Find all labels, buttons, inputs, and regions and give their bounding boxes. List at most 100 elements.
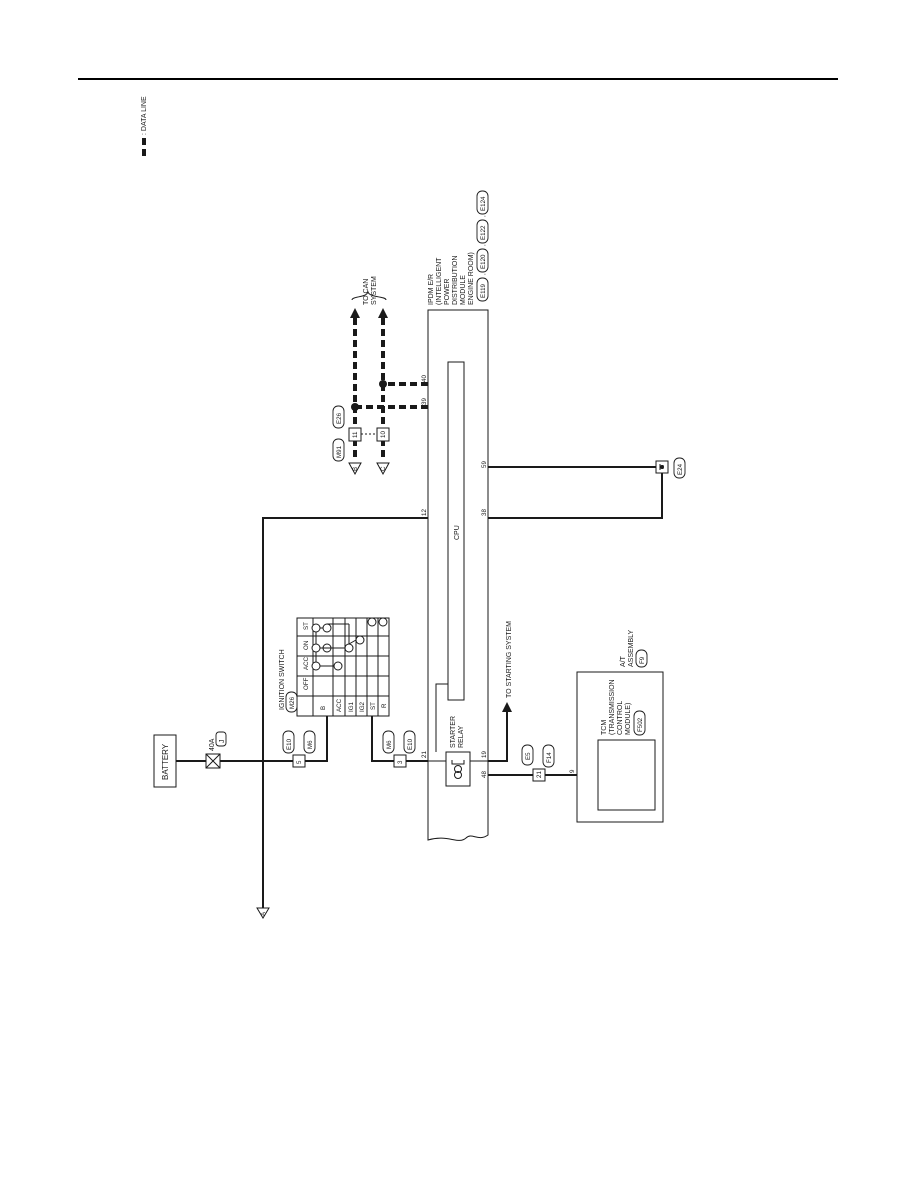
svg-text:DISTRIBUTION: DISTRIBUTION (452, 256, 459, 305)
connector-m91: M91 (336, 445, 343, 458)
symbol-b-label: B (352, 467, 359, 471)
ign-row-r: R (381, 703, 388, 708)
svg-text:ASSEMBLY: ASSEMBLY (628, 629, 635, 667)
pin-3-label: 3 (397, 760, 404, 764)
connector-e10-badge-mid (403, 730, 416, 754)
connector-e10-left: E10 (286, 738, 293, 750)
fuse-id: J (219, 740, 226, 744)
ignition-connector-badge (285, 691, 298, 713)
can-junction-2 (379, 380, 387, 388)
connector-e26: E26 (336, 412, 343, 424)
svg-text:TCM: TCM (601, 720, 608, 735)
fuse-cross-2 (205, 753, 221, 769)
ground-e24-badge (673, 457, 686, 479)
pin-10-label: 10 (380, 431, 387, 438)
svg-text:,: , (480, 244, 487, 246)
to-can-label-1: TO CAN (363, 279, 370, 305)
ign-col-st: ST (303, 622, 310, 630)
ground-e24-label: E24 (677, 463, 684, 475)
pin-11-label: 11 (352, 431, 359, 438)
to-starting-system-label: TO STARTING SYSTEM (506, 621, 513, 698)
relay-contact (451, 760, 465, 765)
tcm-title: TCM (TRANSMISSION CONTROL MODULE) (601, 679, 632, 735)
svg-text:MODULE: MODULE (460, 275, 467, 305)
ign-row-ig1: IG1 (348, 701, 355, 712)
connector-e5-badge (521, 744, 534, 766)
connector-e5: E5 (525, 752, 532, 760)
ignition-connector-label: M26 (289, 696, 296, 709)
svg-text:,: , (480, 273, 487, 275)
fuse-rating: 40A (209, 738, 216, 751)
fuse-id-badge (215, 731, 227, 747)
pdm-pin-38: 38 (481, 509, 488, 516)
wire-pdm12-down (262, 517, 428, 910)
arrow-to-starting (502, 702, 512, 712)
can-junction-1 (351, 403, 359, 411)
symbol-a-label: A (260, 911, 267, 916)
connector-pin-10 (376, 427, 390, 442)
ign-row-acc: ACC (336, 698, 343, 712)
at-connector-label: F9 (639, 656, 646, 664)
connector-e10-badge-left (282, 730, 295, 754)
svg-text:E124: E124 (480, 196, 487, 211)
svg-text:POWER: POWER (444, 279, 451, 305)
pin-5-label: 5 (296, 760, 303, 764)
tcm-box (597, 739, 656, 811)
ign-row-st: ST (370, 702, 377, 710)
pdm-pin-40: 40 (421, 375, 428, 382)
tcm-connector-label: F502 (637, 717, 644, 732)
ign-row-ig2: IG2 (359, 701, 366, 712)
wire-pdm38-ground (488, 470, 663, 519)
pdm-pin-39: 39 (421, 398, 428, 405)
pdm-pin-48: 48 (481, 771, 488, 778)
svg-text:(TRANSMISSION: (TRANSMISSION (609, 679, 616, 735)
data-line-legend-label: : DATA LINE (141, 96, 148, 135)
relay-coil-1 (454, 771, 462, 779)
svg-text:E122: E122 (480, 225, 487, 240)
pdm-pin-59: 59 (481, 461, 488, 468)
svg-text:,: , (480, 215, 487, 217)
wire-to-starting-system (488, 710, 508, 762)
wire-to-ignition-b (305, 716, 328, 762)
connector-m6-left: M6 (307, 740, 314, 749)
connector-m91-badge (332, 438, 345, 462)
cpu-box (447, 361, 465, 701)
starter-relay-label-1: STARTER (450, 716, 457, 748)
svg-text:A/T: A/T (620, 655, 627, 667)
connector-e10-mid: E10 (407, 738, 414, 750)
svg-text:CONTROL: CONTROL (617, 701, 624, 735)
wire-ign-st-to-conn3 (371, 716, 394, 762)
tcm-connector-badge (633, 710, 646, 736)
svg-text:MODULE): MODULE) (625, 703, 632, 735)
pdm-pin-19: 19 (481, 751, 488, 758)
cpu-label: CPU (454, 525, 461, 540)
svg-text:E119: E119 (480, 283, 487, 298)
pdm-pin-21: 21 (421, 751, 428, 758)
ignition-switch-table: OFF ACC ON ST B ACC IG1 IG2 ST R (296, 617, 390, 717)
svg-text:ENGINE ROOM): ENGINE ROOM) (468, 252, 475, 305)
connector-m6-badge-mid (382, 730, 395, 754)
at-assembly-title: A/T ASSEMBLY (620, 629, 635, 667)
connector-f14-badge (542, 744, 555, 768)
connector-e26-badge (332, 405, 345, 429)
symbol-c-triangle (376, 462, 390, 476)
ipdm-er-connectors: E119 , E120 , E122 , E124 (476, 190, 489, 302)
ign-col-off: OFF (303, 677, 310, 690)
can-arrow-2 (378, 308, 388, 318)
ign-col-on: ON (303, 641, 310, 650)
symbol-b-triangle (348, 462, 362, 476)
can-arrow-1 (350, 308, 360, 318)
pin-21-label: 21 (536, 771, 543, 778)
ignition-switch-title: IGNITION SWITCH (279, 649, 286, 710)
connector-f14: F14 (546, 752, 553, 763)
pin-9-label: 9 (569, 769, 576, 773)
connector-m6-badge-left (303, 730, 316, 754)
at-connector-badge (635, 649, 648, 668)
cpu-to-relay-line (435, 683, 448, 752)
symbol-c-label: C (380, 466, 387, 471)
can-brace (351, 290, 387, 301)
svg-text:E120: E120 (480, 254, 487, 269)
ign-col-acc: ACC (303, 656, 310, 670)
ipdm-er-title: IPDM E/R (INTELLIGENT POWER DISTRIBUTION… (428, 252, 475, 305)
